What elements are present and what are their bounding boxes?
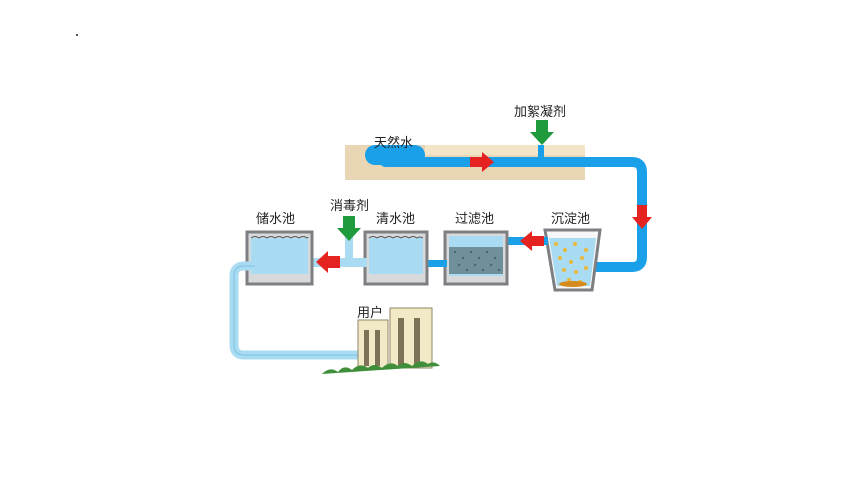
disinfectant-arrow xyxy=(337,216,361,241)
label-clear-water-tank: 清水池 xyxy=(376,212,416,227)
grass xyxy=(322,361,440,374)
disinfectant-inlet xyxy=(345,234,353,262)
label-storage-tank: 储水池 xyxy=(256,212,296,227)
riverbank-top-strip xyxy=(425,145,585,155)
flow-arrow-to-storage xyxy=(316,251,340,273)
clear-water xyxy=(369,238,423,274)
coagulant-arrow xyxy=(530,120,554,145)
flow-arrow-down xyxy=(632,205,652,229)
storage-water xyxy=(251,238,308,274)
sludge-layer xyxy=(559,281,587,287)
filter-media-texture xyxy=(453,250,501,272)
label-natural-water: 天然水 xyxy=(374,136,414,151)
label-coagulant: 加絮凝剂 xyxy=(514,105,567,120)
user-buildings xyxy=(322,307,440,374)
filter-media xyxy=(449,247,503,274)
flow-arrow-intake xyxy=(470,152,494,172)
storage-water-surface xyxy=(250,236,309,239)
coagulated-particles xyxy=(554,242,588,284)
building-left xyxy=(357,319,389,369)
label-sedimentation-tank: 沉淀池 xyxy=(551,212,591,227)
pipe-filter-to-clear xyxy=(425,260,447,267)
building-right xyxy=(389,307,433,369)
distribution-pipe-outline xyxy=(233,265,362,356)
clear-water-surface xyxy=(368,236,424,239)
stray-dot xyxy=(76,34,78,36)
coagulant-inlet xyxy=(538,145,544,157)
label-disinfectant: 消毒剂 xyxy=(330,199,370,214)
label-filter-tank: 过滤池 xyxy=(455,212,495,227)
flow-arrow-to-filter xyxy=(520,231,544,251)
label-users: 用户 xyxy=(357,306,384,321)
